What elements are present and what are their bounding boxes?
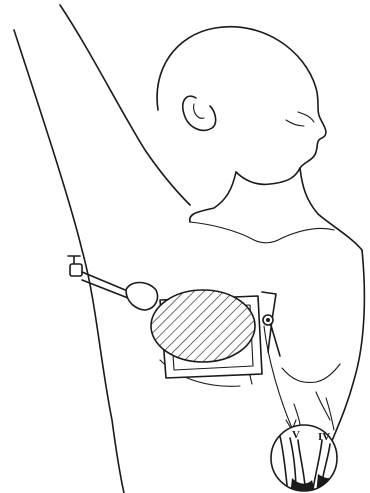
- raised-arm: [14, 5, 190, 250]
- hatched-pad: [151, 290, 255, 362]
- magnified-inset: V IV: [271, 425, 338, 493]
- device-handle: [68, 256, 158, 310]
- probe-lever: [262, 292, 280, 356]
- lead-wires: [264, 326, 334, 430]
- lead-label-v: V: [292, 429, 300, 441]
- lead-label-iv: IV: [318, 431, 330, 443]
- neck-shoulders: [190, 168, 362, 250]
- ear: [183, 96, 216, 130]
